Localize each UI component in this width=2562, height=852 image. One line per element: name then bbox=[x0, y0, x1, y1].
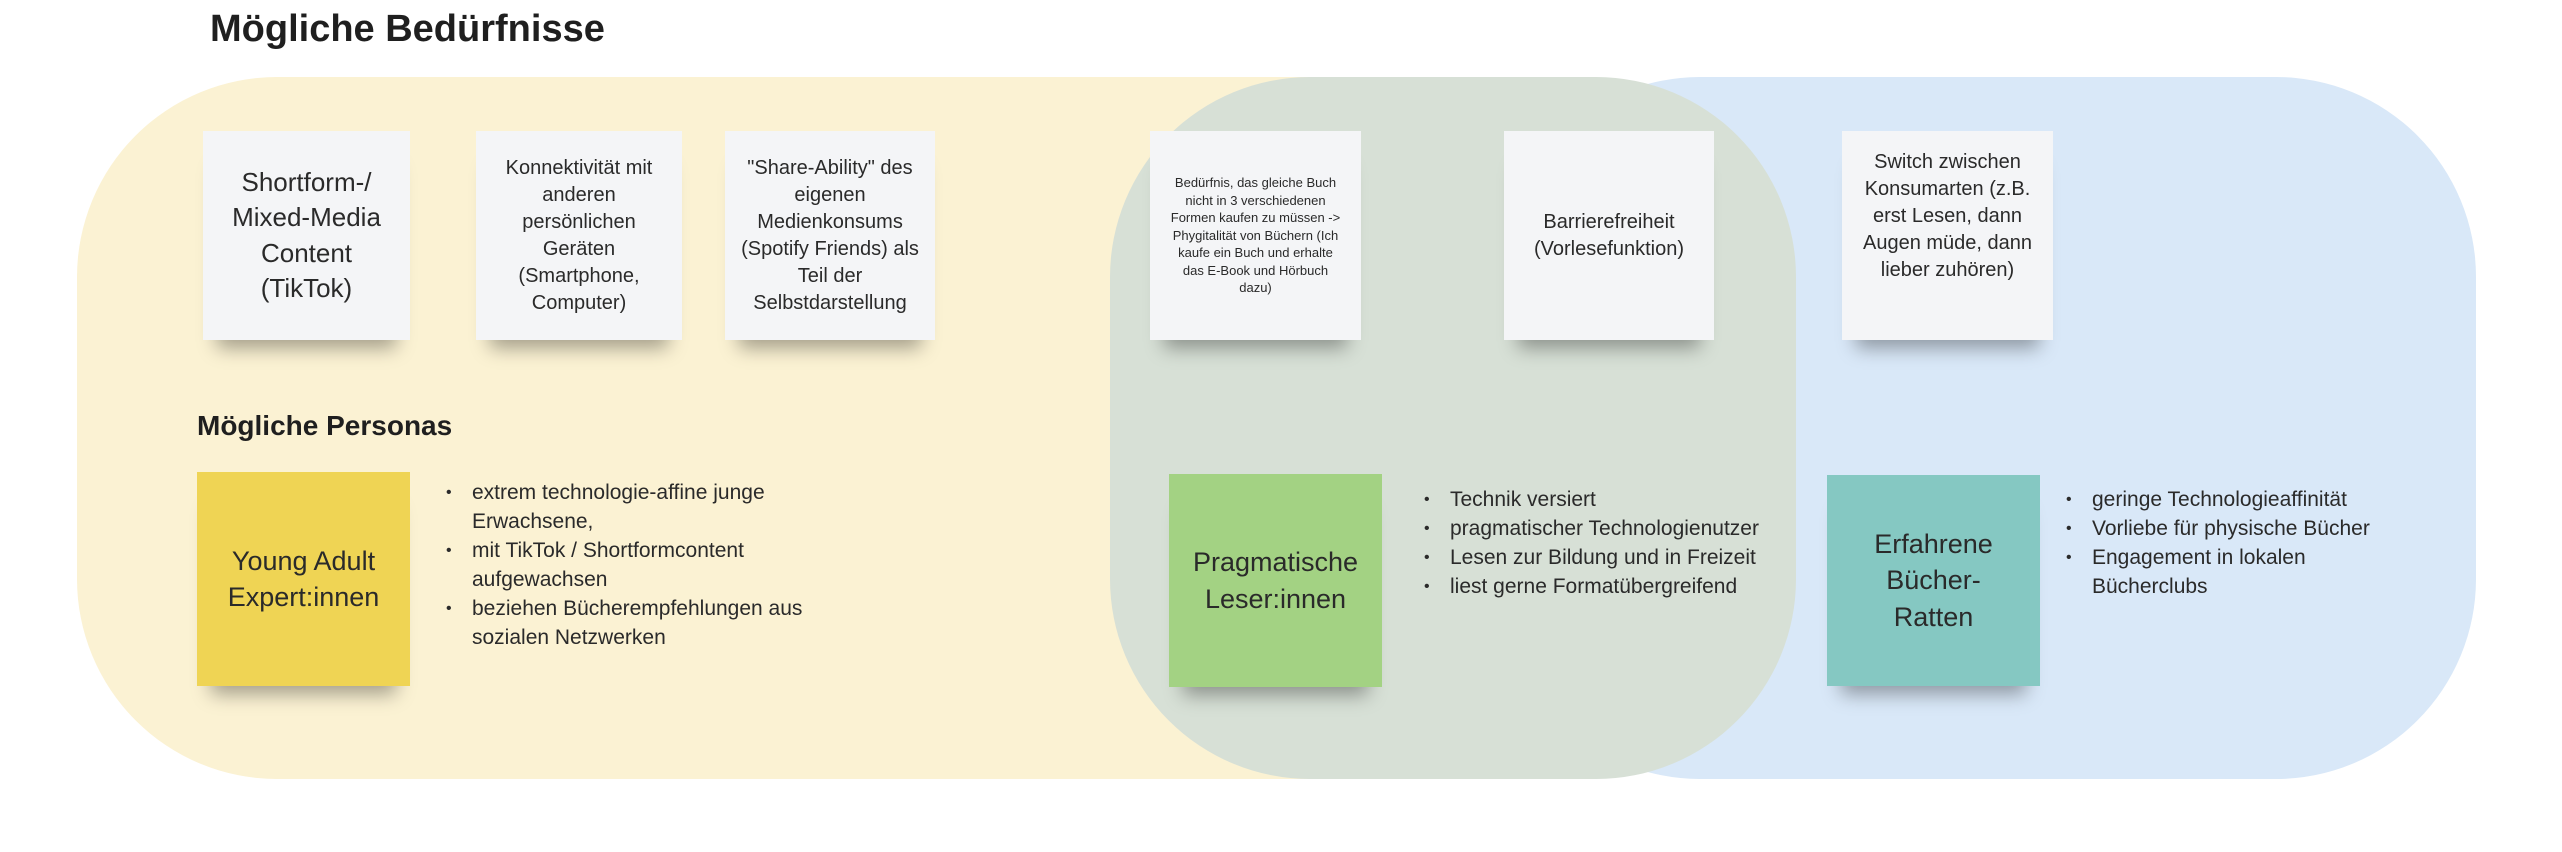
sticky-text: Shortform-/ Mixed-Media Content (TikTok) bbox=[232, 167, 381, 303]
persona-traits-young-adult: extrem technologie-affine junge Erwachse… bbox=[446, 478, 826, 652]
sticky-text: Switch zwischen Konsumarten (z.B. erst L… bbox=[1862, 151, 2033, 281]
trait-item: liest gerne Formatübergreifend bbox=[1424, 572, 1784, 601]
need-sticky-shortform[interactable]: Shortform-/ Mixed-Media Content (TikTok) bbox=[203, 131, 410, 340]
trait-item: mit TikTok / Shortformcontent aufgewachs… bbox=[446, 536, 826, 594]
trait-item: pragmatischer Technologienutzer bbox=[1424, 514, 1784, 543]
need-sticky-phygitalitaet[interactable]: Bedürfnis, das gleiche Buch nicht in 3 v… bbox=[1150, 131, 1361, 340]
persona-name: Erfahrene Bücher-Ratten bbox=[1874, 528, 1993, 632]
sticky-text: "Share-Ability" des eigenen Medienkonsum… bbox=[741, 156, 919, 314]
need-sticky-barrierefreiheit[interactable]: Barrierefreiheit (Vorlesefunktion) bbox=[1504, 131, 1714, 340]
need-sticky-switch[interactable]: Switch zwischen Konsumarten (z.B. erst L… bbox=[1842, 131, 2053, 340]
trait-item: geringe Technologieaffinität bbox=[2066, 485, 2406, 514]
trait-item: Vorliebe für physische Bücher bbox=[2066, 514, 2406, 543]
trait-item: extrem technologie-affine junge Erwachse… bbox=[446, 478, 826, 536]
persona-traits-erfahrene: geringe Technologieaffinität Vorliebe fü… bbox=[2066, 485, 2406, 601]
persona-sticky-pragmatische[interactable]: Pragmatische Leser:innen bbox=[1169, 474, 1382, 687]
trait-item: Engagement in lokalen Bücherclubs bbox=[2066, 543, 2406, 601]
persona-name: Young Adult Expert:innen bbox=[227, 545, 380, 612]
sticky-text: Barrierefreiheit (Vorlesefunktion) bbox=[1533, 210, 1685, 260]
trait-item: beziehen Bücherempfehlungen aus sozialen… bbox=[446, 594, 826, 652]
trait-item: Lesen zur Bildung und in Freizeit bbox=[1424, 543, 1784, 572]
personas-heading: Mögliche Personas bbox=[197, 410, 453, 441]
sticky-text: Konnektivität mit anderen persönlichen G… bbox=[505, 156, 653, 314]
persona-sticky-young-adult[interactable]: Young Adult Expert:innen bbox=[197, 472, 410, 686]
persona-name: Pragmatische Leser:innen bbox=[1192, 547, 1359, 614]
sticky-text: Bedürfnis, das gleiche Buch nicht in 3 v… bbox=[1170, 175, 1341, 296]
persona-sticky-erfahrene[interactable]: Erfahrene Bücher-Ratten bbox=[1827, 475, 2040, 686]
need-sticky-share-ability[interactable]: "Share-Ability" des eigenen Medienkonsum… bbox=[725, 131, 935, 340]
page-title: Mögliche Bedürfnisse bbox=[210, 8, 605, 50]
trait-item: Technik versiert bbox=[1424, 485, 1784, 514]
need-sticky-konnektivitaet[interactable]: Konnektivität mit anderen persönlichen G… bbox=[476, 131, 682, 340]
persona-traits-pragmatische: Technik versiert pragmatischer Technolog… bbox=[1424, 485, 1784, 601]
